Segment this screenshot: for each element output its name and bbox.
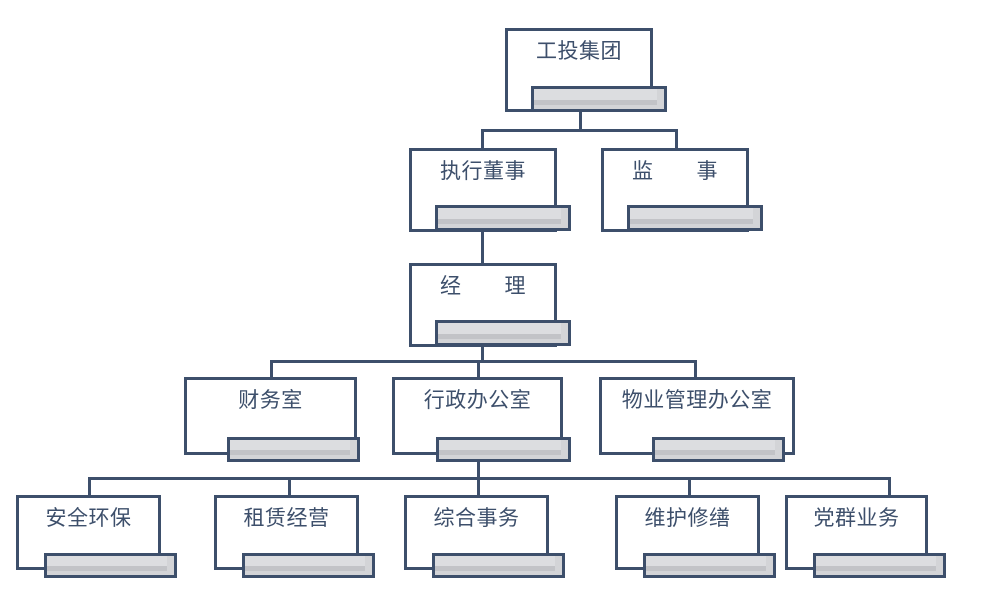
node-admin-office-shadow [436,437,571,462]
connector-supervisor-drop [675,129,678,150]
node-maintenance-repair-shadow [643,553,776,578]
node-manager-label: 经 理 [440,275,526,298]
connector-exec-drop [481,129,484,150]
connector-maintenance-drop [688,477,691,497]
connector-level5-bus [88,477,891,480]
connector-level2-bus [481,129,678,132]
node-party-affairs-label: 党群业务 [813,507,900,530]
node-safety-environment-label: 安全环保 [45,507,132,530]
connector-manager-drop [481,345,484,362]
connector-general-drop [477,477,480,497]
node-property-office-label: 物业管理办公室 [621,389,773,412]
node-property-office-shadow [652,437,785,462]
node-group-label: 工投集团 [536,40,622,63]
node-leasing-operations-shadow [242,553,375,578]
node-party-affairs-shadow [813,553,946,578]
node-finance-office-shadow [227,437,360,462]
node-supervisor-shadow [627,205,763,231]
connector-admin-to-level5 [477,455,480,478]
node-safety-environment-shadow [44,553,177,578]
connector-finance-drop [270,360,273,379]
node-supervisor-label: 监 事 [632,160,718,183]
connector-property-drop [694,360,697,379]
node-group-shadow [531,86,667,112]
connector-leasing-drop [288,477,291,497]
connector-admin-drop [477,360,480,379]
node-general-affairs-shadow [432,553,565,578]
node-admin-office-label: 行政办公室 [423,389,532,412]
node-maintenance-repair-label: 维护修缮 [644,507,731,530]
node-manager-shadow [435,320,571,346]
node-general-affairs-label: 综合事务 [433,507,520,530]
connector-exec-to-manager [481,231,484,265]
node-executive-director-shadow [435,205,571,231]
connector-group-drop [579,112,582,131]
node-leasing-operations-label: 租赁经营 [243,507,330,530]
node-executive-director-label: 执行董事 [440,160,526,183]
connector-level4-bus [270,360,697,363]
connector-safety-drop [88,477,91,497]
connector-party-drop [888,477,891,497]
node-finance-office-label: 财务室 [238,389,303,412]
